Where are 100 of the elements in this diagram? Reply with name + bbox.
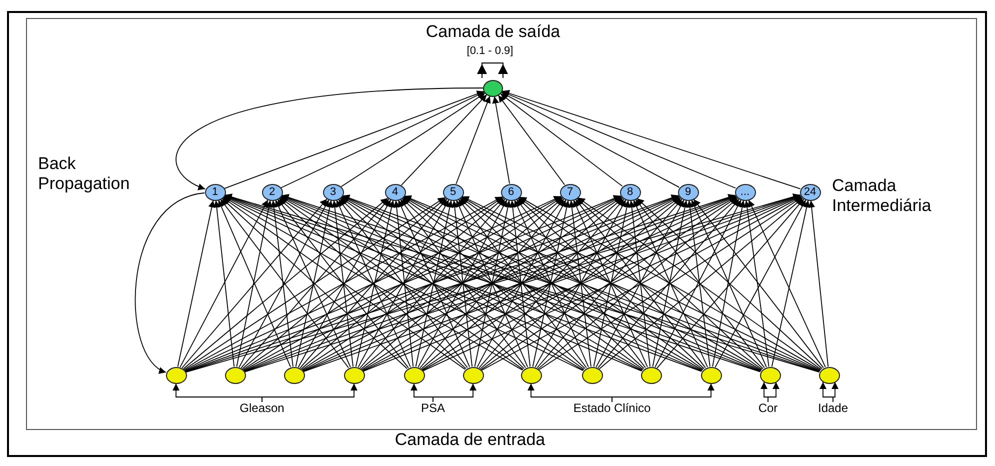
connection-arrow: [714, 199, 806, 368]
connection-arrow: [182, 198, 328, 368]
input-neuron: [818, 366, 840, 384]
connection-arrow: [509, 200, 531, 367]
connection-arrow: [400, 198, 526, 368]
connection-arrow: [398, 200, 470, 368]
hidden-neuron: 1: [204, 184, 226, 200]
connection-arrow: [691, 200, 767, 368]
hidden-neuron: 4: [384, 184, 406, 200]
connection-arrow: [459, 198, 645, 370]
connection-arrow: [577, 197, 822, 370]
connection-arrow: [502, 90, 801, 190]
connection-arrow: [518, 197, 763, 370]
connection-arrow: [633, 200, 708, 368]
connection-arrow: [492, 96, 510, 184]
connection-arrow: [331, 200, 354, 367]
hidden-neuron: 6: [500, 184, 522, 200]
connection-arrow: [298, 199, 392, 368]
output-neuron: [483, 80, 503, 96]
connection-arrow: [238, 199, 330, 368]
input-neuron: [462, 366, 484, 384]
connection-arrow: [338, 198, 468, 368]
connection-arrow: [593, 200, 630, 368]
connection-arrow: [628, 200, 650, 367]
connection-arrow: [532, 200, 570, 368]
connection-arrow: [498, 94, 566, 186]
input-neuron: [760, 366, 780, 384]
connection-arrow: [236, 200, 272, 368]
connection-arrow: [262, 383, 358, 402]
input-neuron: [640, 366, 662, 384]
connection-arrow: [182, 198, 388, 370]
connection-arrow: [598, 198, 804, 370]
connection-arrow: [478, 198, 624, 368]
connection-arrow: [279, 197, 524, 370]
layer-title: Camada de saída: [426, 22, 560, 42]
connection-arrow: [538, 198, 738, 370]
connection-arrow: [744, 200, 770, 367]
connection-arrow: [832, 382, 838, 402]
input-neuron: [404, 366, 424, 384]
connection-arrow: [222, 198, 408, 370]
connection-arrow: [768, 382, 780, 402]
input-neuron: [520, 366, 542, 384]
connection-arrow: [460, 197, 704, 370]
connection-arrow: [420, 198, 564, 368]
connection-arrow: [576, 198, 764, 370]
connection-arrow: [339, 198, 525, 370]
connection-arrow: [222, 197, 466, 370]
connection-arrow: [771, 200, 810, 368]
method-label: Back Propagation: [38, 154, 131, 194]
connection-arrow: [748, 200, 826, 368]
connection-arrow: [402, 197, 644, 370]
connection-arrow: [224, 90, 484, 189]
connection-arrow: [432, 383, 476, 402]
connection-arrow: [596, 199, 684, 368]
connection-arrow: [300, 198, 504, 370]
connection-arrow: [275, 200, 351, 368]
connection-arrow: [635, 198, 765, 368]
connection-arrow: [400, 94, 488, 186]
connection-arrow: [502, 91, 736, 189]
connection-arrow: [295, 200, 334, 368]
connection-arrow: [693, 198, 824, 368]
connection-arrow: [180, 199, 268, 368]
connection-arrow: [300, 198, 448, 368]
connection-arrow: [177, 200, 216, 368]
connection-arrow: [184, 196, 446, 370]
hidden-neuron: ...: [734, 184, 756, 200]
connection-arrow: [418, 199, 508, 368]
connection-arrow: [501, 92, 680, 188]
connection-arrow: [358, 199, 450, 368]
connection-arrow: [573, 200, 648, 368]
connection-arrow: [220, 198, 349, 368]
connection-arrow: [686, 200, 710, 367]
connection-arrow: [461, 196, 762, 371]
connection-arrow: [340, 92, 486, 188]
connection-arrow: [612, 383, 714, 402]
connection-arrow: [393, 200, 414, 367]
input-neuron: [166, 366, 186, 384]
hidden-neuron: 24: [800, 184, 820, 200]
connection-arrow: [278, 198, 466, 370]
connection-arrow: [270, 200, 294, 367]
hidden-neuron: 7: [560, 184, 580, 200]
connection-arrow: [575, 198, 706, 368]
connection-arrow: [654, 199, 742, 368]
hidden-neuron: 3: [322, 184, 344, 200]
output-range-label: [0.1 - 0.9]: [466, 45, 514, 58]
connection-arrow: [516, 198, 646, 368]
hidden-neuron: 8: [620, 184, 640, 200]
connection-arrow: [456, 96, 491, 184]
connection-arrow: [360, 198, 506, 368]
hidden-neuron: 2: [262, 184, 282, 200]
connection-arrow: [336, 200, 411, 368]
connection-arrow: [518, 198, 704, 370]
connection-arrow: [242, 198, 446, 370]
connection-arrow: [480, 198, 682, 370]
hidden-neuron: 9: [678, 184, 698, 200]
connection-arrow: [636, 198, 822, 370]
connection-arrow: [808, 200, 829, 367]
input-neuron: [224, 366, 246, 384]
input-neuron: [700, 366, 722, 384]
connection-arrow: [480, 196, 738, 370]
